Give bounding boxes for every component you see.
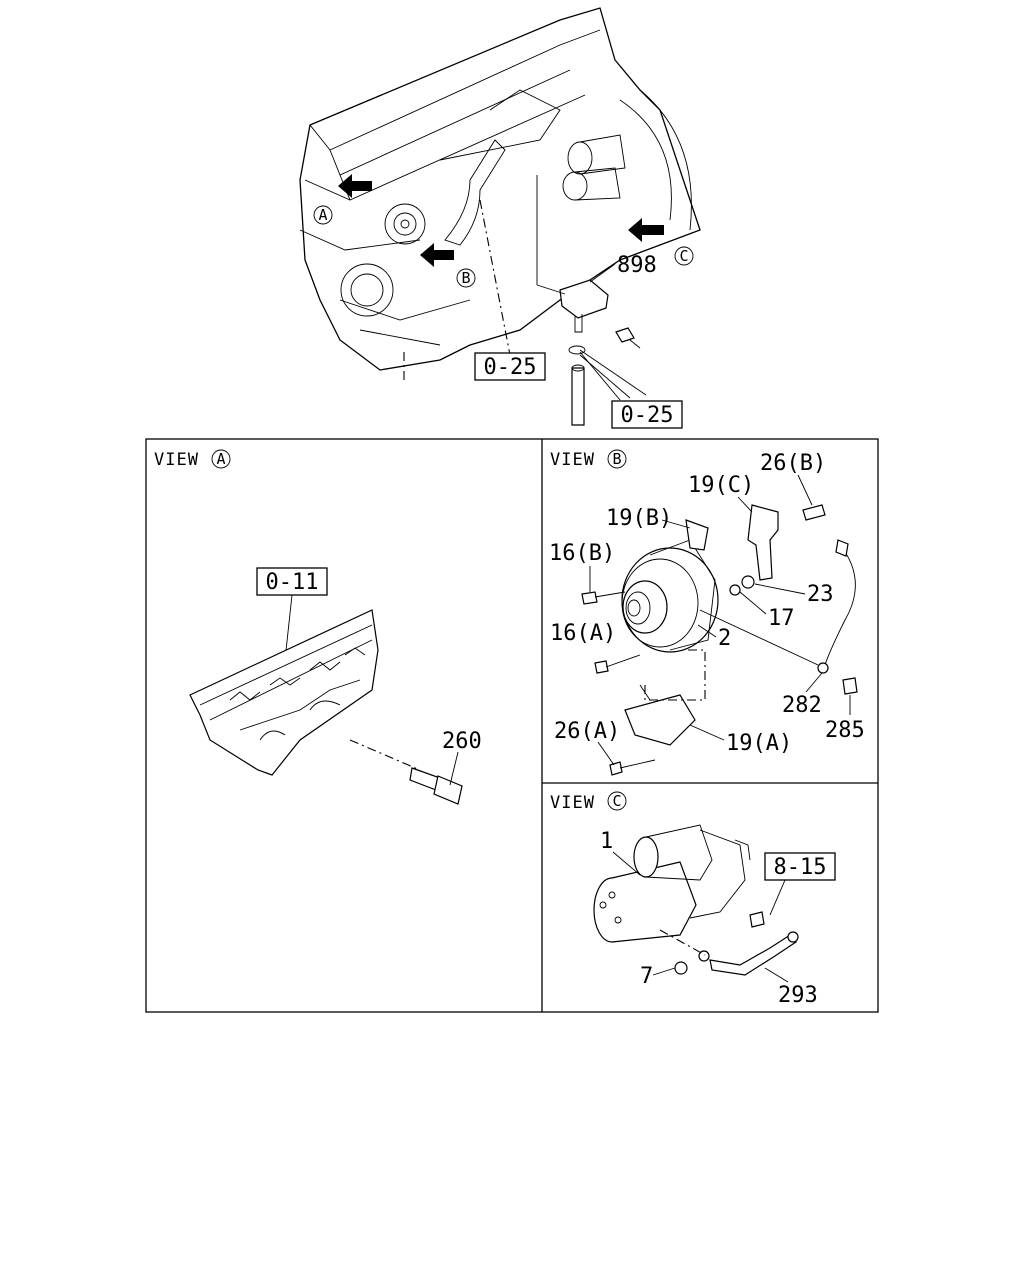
callout-282: 282	[782, 693, 822, 718]
view-c-panel: VIEW C 8-15 1 7	[550, 791, 836, 1008]
ref-box-0-25-lower: 0-25	[611, 400, 683, 429]
view-c-title: VIEW	[550, 793, 595, 813]
view-b-panel: VIEW B	[549, 449, 865, 776]
view-b-title: VIEW	[550, 450, 595, 470]
view-a-title: VIEW	[154, 450, 199, 470]
sensor-898	[536, 175, 609, 333]
starter-motor	[593, 824, 751, 943]
bracket-19c	[747, 504, 779, 581]
callout-23: 23	[807, 582, 834, 607]
arrow-a	[338, 174, 372, 198]
callout-1: 1	[600, 829, 613, 854]
engine-overview: A B C 898	[299, 7, 701, 429]
callout-16a: 16(A)	[550, 621, 616, 646]
bracket-19a	[624, 694, 696, 746]
arrow-b	[420, 243, 454, 267]
svg-text:0-25: 0-25	[484, 355, 537, 380]
view-frame	[145, 438, 879, 1013]
svg-text:B: B	[461, 269, 470, 287]
alternator	[621, 539, 719, 653]
ref-box-8-15: 8-15	[764, 852, 836, 881]
bolt-285	[842, 677, 858, 695]
nut-7	[674, 961, 688, 975]
svg-text:0-11: 0-11	[266, 570, 319, 595]
svg-text:C: C	[612, 792, 621, 810]
marker-a: A	[313, 205, 333, 225]
sensor-260	[409, 767, 463, 805]
ref-box-0-11: 0-11	[256, 567, 328, 596]
bolt-26a	[609, 761, 623, 776]
callout-17: 17	[768, 606, 795, 631]
svg-text:A: A	[318, 206, 327, 224]
callout-898: 898	[617, 253, 657, 278]
callout-285: 285	[825, 718, 865, 743]
callout-19c: 19(C)	[688, 473, 754, 498]
callout-16b: 16(B)	[549, 541, 615, 566]
cable-293	[709, 934, 797, 976]
callout-19b: 19(B)	[606, 506, 672, 531]
bracket-19b	[685, 519, 709, 551]
bolt-26b	[802, 504, 826, 521]
callout-7: 7	[640, 964, 653, 989]
svg-text:8-15: 8-15	[774, 855, 827, 880]
bolt-16b	[581, 591, 598, 605]
harness-282	[824, 544, 856, 666]
view-a-panel: VIEW A 0-11 260	[154, 449, 482, 805]
callout-260: 260	[442, 729, 482, 754]
callout-19a: 19(A)	[726, 731, 792, 756]
svg-text:0-25: 0-25	[621, 403, 674, 428]
washer-17	[729, 584, 741, 596]
svg-text:C: C	[679, 247, 688, 265]
nut-23	[741, 575, 755, 589]
callout-2: 2	[718, 626, 731, 651]
cylinder-head	[189, 609, 379, 776]
ref-box-0-25-upper: 0-25	[474, 352, 546, 381]
svg-text:B: B	[612, 450, 621, 468]
callout-293: 293	[778, 983, 818, 1008]
callout-26b: 26(B)	[760, 451, 826, 476]
marker-c: C	[674, 246, 694, 266]
svg-text:A: A	[216, 450, 225, 468]
arrow-c	[628, 218, 664, 242]
bolt-16a	[594, 660, 609, 674]
callout-26a: 26(A)	[554, 719, 620, 744]
marker-b: B	[456, 268, 476, 288]
